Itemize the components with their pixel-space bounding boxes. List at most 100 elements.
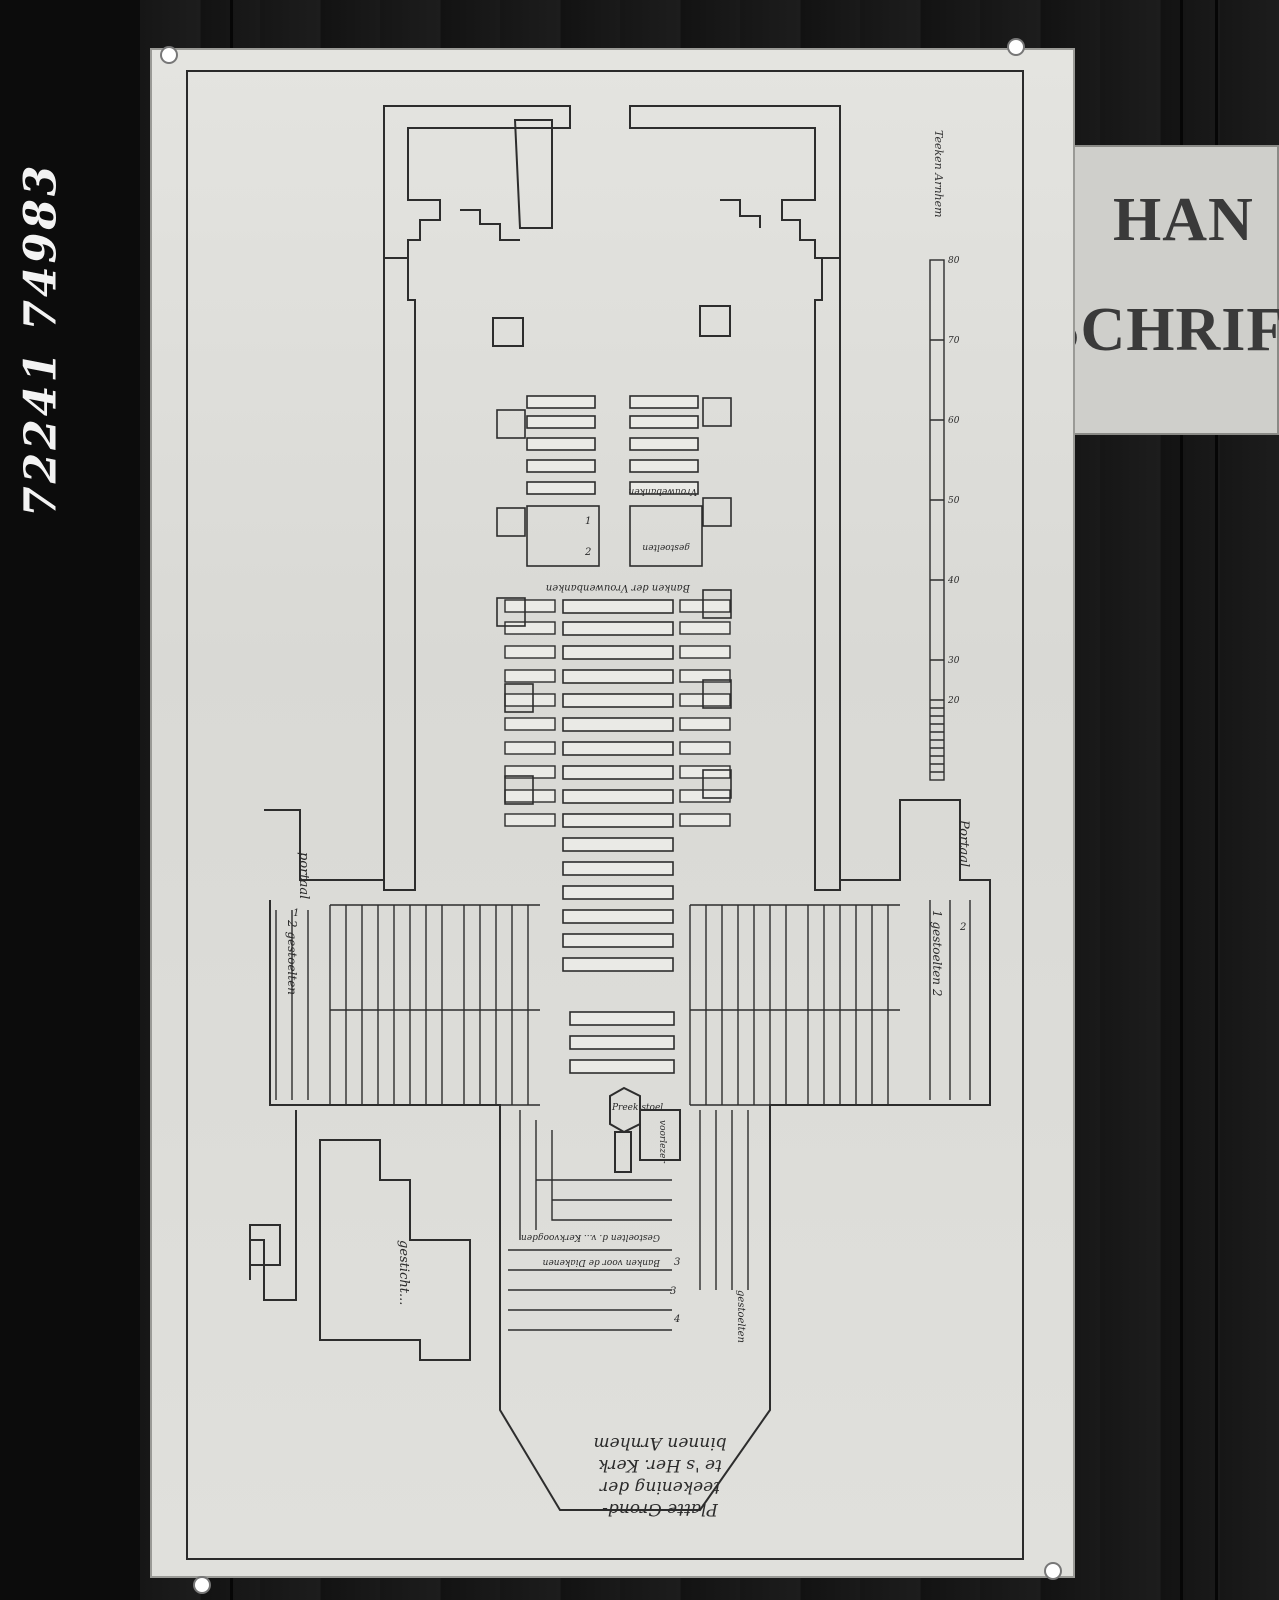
right-gallery-label: 1 gestoelten 2 bbox=[930, 910, 944, 996]
pillar bbox=[496, 597, 526, 627]
pew bbox=[526, 437, 596, 451]
scale-tick-label: 40 bbox=[947, 576, 960, 586]
pew bbox=[504, 645, 556, 659]
title-line-1: Platte Grond- bbox=[602, 1499, 718, 1519]
pillar bbox=[504, 683, 534, 713]
pillar bbox=[702, 679, 732, 709]
pew bbox=[679, 599, 731, 613]
pew bbox=[629, 437, 699, 451]
pew bbox=[504, 693, 556, 707]
pew-label-4: Gestoelten d. v... Kerkvoogden bbox=[521, 1232, 660, 1242]
pew bbox=[504, 621, 556, 635]
front-right-wall bbox=[629, 105, 841, 259]
scale-tick-label: 20 bbox=[947, 696, 960, 706]
title-line-3: te 's Her. Kerk bbox=[598, 1455, 722, 1475]
pew bbox=[629, 481, 699, 495]
scale-tick-label: 60 bbox=[948, 416, 960, 426]
pew bbox=[562, 885, 674, 900]
left-gallery-label: 2 gestoelten bbox=[285, 919, 299, 995]
consistory-room bbox=[319, 1139, 471, 1361]
stair-step bbox=[460, 209, 520, 241]
side-short-pews bbox=[504, 599, 731, 827]
scale-note: Teeken Arnhem bbox=[932, 130, 945, 218]
pew bbox=[562, 621, 674, 636]
front-left-wall bbox=[383, 105, 571, 259]
sign-line-1: HAN bbox=[1113, 186, 1254, 254]
pin-icon bbox=[1046, 1564, 1060, 1578]
pew-number: 1 bbox=[585, 516, 591, 527]
pin-icon bbox=[195, 1578, 209, 1592]
stair bbox=[513, 119, 553, 229]
pillar bbox=[702, 397, 732, 427]
nave-left-wall bbox=[383, 258, 416, 891]
pew bbox=[562, 909, 674, 924]
transept-pews bbox=[275, 900, 971, 1106]
column bbox=[699, 305, 731, 337]
title-line-4: binnen Arnhem bbox=[593, 1433, 727, 1453]
plank-seam bbox=[1180, 0, 1183, 1600]
middle-pews bbox=[562, 599, 675, 1074]
back-gallery-label: gestoelten bbox=[735, 1290, 746, 1343]
consistory-label: gesticht... bbox=[396, 1240, 411, 1305]
pew bbox=[569, 1011, 675, 1026]
pew bbox=[679, 789, 731, 803]
archive-sign: HAN SCHRIF bbox=[1043, 145, 1279, 435]
pew-label-5: Banken voor de Diakenen bbox=[542, 1257, 661, 1267]
pew bbox=[562, 933, 674, 948]
pew-number: 1 bbox=[293, 908, 299, 919]
pew bbox=[562, 813, 674, 828]
pew bbox=[679, 645, 731, 659]
scale-labels: 80 70 60 50 40 30 20 bbox=[947, 256, 960, 706]
stair-step bbox=[720, 199, 761, 228]
gallery-box bbox=[629, 505, 703, 567]
pew bbox=[679, 741, 731, 755]
pillar bbox=[504, 775, 534, 805]
pew bbox=[569, 1059, 675, 1074]
pew bbox=[679, 717, 731, 731]
pew bbox=[679, 813, 731, 827]
pew-number: 4 bbox=[673, 1314, 680, 1325]
pew bbox=[504, 789, 556, 803]
pew bbox=[526, 459, 596, 473]
pew bbox=[504, 741, 556, 755]
pew bbox=[504, 669, 556, 683]
pew bbox=[504, 813, 556, 827]
pew-label-2: Vrouwebanken bbox=[628, 486, 697, 496]
pew bbox=[562, 693, 674, 708]
pew bbox=[562, 765, 674, 780]
pew bbox=[526, 395, 596, 409]
pillar bbox=[702, 769, 732, 799]
pew bbox=[504, 765, 556, 779]
title-line-2: teekening der bbox=[600, 1477, 721, 1497]
pew bbox=[562, 741, 674, 756]
pew bbox=[526, 481, 596, 495]
drawing-border bbox=[186, 70, 1024, 1560]
nave-pillars bbox=[496, 397, 732, 805]
scale-tick-label: 50 bbox=[948, 496, 960, 506]
sign-line-2: SCHRIF bbox=[1045, 296, 1279, 364]
pew bbox=[562, 837, 674, 852]
left-porch-wall bbox=[264, 809, 384, 881]
pew bbox=[629, 415, 699, 429]
gallery-box bbox=[526, 505, 600, 567]
pew bbox=[562, 717, 674, 732]
plank-seam bbox=[1215, 0, 1218, 1600]
pin-icon bbox=[162, 48, 176, 62]
pew bbox=[504, 599, 556, 613]
scale-tick-label: 70 bbox=[948, 336, 960, 346]
scale-tick-label: 30 bbox=[948, 656, 960, 666]
pew-label-1: Banken der Vrouwenbanken bbox=[546, 582, 691, 593]
pillar bbox=[702, 497, 732, 527]
drawing-title: Platte Grond- teekening der te 's Her. K… bbox=[560, 1410, 760, 1520]
pew bbox=[679, 621, 731, 635]
pillar bbox=[496, 507, 526, 537]
pew bbox=[679, 669, 731, 683]
pew-number: 3 bbox=[670, 1286, 676, 1297]
pew bbox=[562, 645, 674, 660]
nave-right-wall bbox=[814, 258, 841, 891]
pew bbox=[569, 1035, 675, 1050]
pew bbox=[562, 789, 674, 804]
pulpit-stairs bbox=[614, 1131, 632, 1173]
pew bbox=[562, 957, 674, 972]
